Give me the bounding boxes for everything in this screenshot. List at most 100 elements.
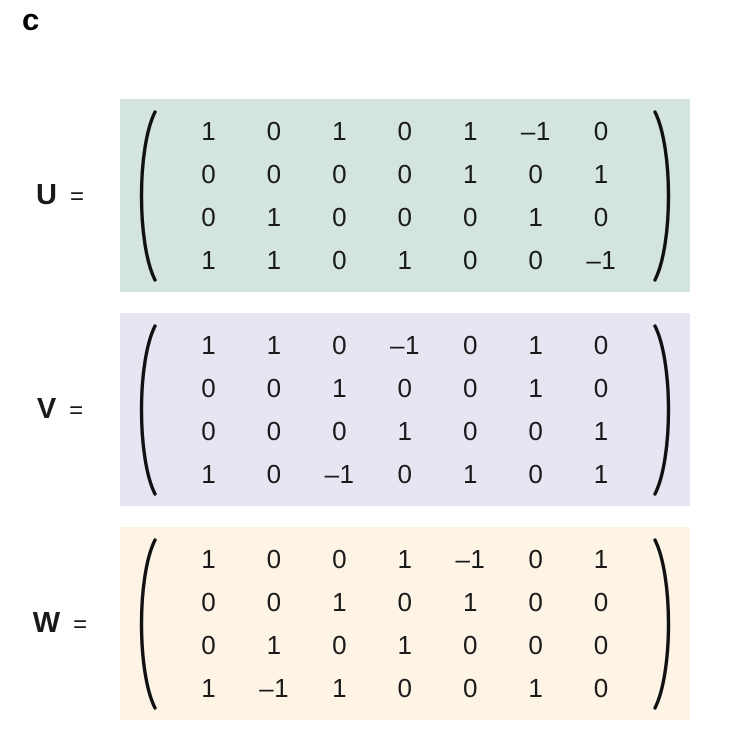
matrix-label-w: W = bbox=[0, 609, 120, 638]
matrix-cell: 1 bbox=[528, 672, 544, 703]
matrix-cell: 0 bbox=[397, 201, 413, 232]
matrix-cell: 0 bbox=[528, 415, 544, 446]
matrix-cell: 0 bbox=[266, 543, 282, 574]
close-paren bbox=[653, 323, 671, 496]
matrix-cell: 0 bbox=[593, 115, 609, 146]
matrix-cell: 0 bbox=[528, 586, 544, 617]
matrix-cell: 0 bbox=[593, 372, 609, 403]
matrix-cell: 0 bbox=[528, 158, 544, 189]
matrix-cell: 0 bbox=[528, 543, 544, 574]
matrix-cell: 0 bbox=[332, 244, 348, 275]
matrix-cell: 0 bbox=[332, 415, 348, 446]
matrix-cell: –1 bbox=[520, 115, 551, 146]
matrix-cell: 0 bbox=[397, 458, 413, 489]
matrix-cell: –1 bbox=[390, 329, 420, 360]
matrix-cell: 1 bbox=[201, 244, 217, 275]
matrix-cell: 0 bbox=[201, 629, 217, 660]
matrix-cell: 1 bbox=[266, 329, 282, 360]
matrix-cell: 1 bbox=[201, 329, 217, 360]
matrix-cell: 0 bbox=[397, 158, 413, 189]
matrix-cell: 1 bbox=[201, 672, 217, 703]
matrix-cell: 0 bbox=[201, 201, 217, 232]
matrix-cell: 0 bbox=[528, 458, 544, 489]
open-paren bbox=[139, 323, 157, 496]
panel-label: c bbox=[22, 2, 40, 37]
matrix-cell: 1 bbox=[201, 115, 217, 146]
matrix-cell: 0 bbox=[593, 672, 609, 703]
matrix-cell: 1 bbox=[593, 158, 609, 189]
matrix-cell: –1 bbox=[455, 543, 486, 574]
matrix-name-v: V bbox=[36, 393, 57, 425]
matrix-cell: 0 bbox=[462, 672, 478, 703]
open-paren bbox=[139, 109, 157, 282]
matrix-cell: 0 bbox=[397, 115, 413, 146]
matrix-cell: 0 bbox=[397, 586, 413, 617]
matrix-name-w: W bbox=[32, 607, 61, 639]
equals-sign: = bbox=[73, 610, 88, 638]
matrix-cell: 0 bbox=[201, 372, 217, 403]
matrix-cell: 0 bbox=[201, 415, 217, 446]
equals-sign: = bbox=[69, 182, 84, 210]
matrix-cell: 1 bbox=[397, 543, 413, 574]
matrix-cell: 1 bbox=[266, 201, 282, 232]
matrix-cell: 1 bbox=[397, 629, 413, 660]
matrix-cell: 0 bbox=[593, 329, 609, 360]
matrix-cell: 0 bbox=[266, 115, 282, 146]
matrix-cell: 1 bbox=[462, 586, 478, 617]
open-paren bbox=[139, 537, 157, 710]
matrix-cell: 0 bbox=[528, 629, 544, 660]
matrix-cell: 1 bbox=[593, 415, 609, 446]
matrix-cell: 1 bbox=[593, 543, 609, 574]
matrix-cell: 1 bbox=[201, 543, 217, 574]
matrix-cell: 1 bbox=[266, 629, 282, 660]
matrix-cell: 0 bbox=[332, 543, 348, 574]
matrix-cell: 1 bbox=[462, 458, 478, 489]
matrix-cell: 1 bbox=[528, 372, 544, 403]
matrix-cell: 0 bbox=[397, 372, 413, 403]
matrix-cell: 1 bbox=[332, 372, 348, 403]
matrix-cell: 0 bbox=[266, 372, 282, 403]
matrix-list: U = 1 0 1 0 1 –1 0 0 0 0 0 1 0 1 0 1 0 0 0 1 0 1 1 0 1 0 0 –1 V = bbox=[0, 99, 739, 720]
matrix-cell: 0 bbox=[462, 244, 478, 275]
matrix-cell: 1 bbox=[528, 201, 544, 232]
matrix-cell: 0 bbox=[462, 415, 478, 446]
matrix-cell: 1 bbox=[462, 115, 478, 146]
matrix-label-v: V = bbox=[0, 395, 120, 424]
matrix-cell: 0 bbox=[332, 629, 348, 660]
matrix-cell: 1 bbox=[397, 415, 413, 446]
matrix-cell: 0 bbox=[266, 158, 282, 189]
matrix-cell: 0 bbox=[266, 415, 282, 446]
matrix-cell: 0 bbox=[528, 244, 544, 275]
matrix-cell: 0 bbox=[397, 672, 413, 703]
matrix-label-u: U = bbox=[0, 181, 120, 210]
matrix-cell: –1 bbox=[324, 458, 355, 489]
matrix-cell: 1 bbox=[266, 244, 282, 275]
close-paren bbox=[653, 537, 671, 710]
matrix-cell: 1 bbox=[462, 158, 478, 189]
matrix-cell: 1 bbox=[528, 329, 544, 360]
matrix-cell: 0 bbox=[462, 372, 478, 403]
matrix-cell: 1 bbox=[397, 244, 413, 275]
matrix-cell: 1 bbox=[332, 672, 348, 703]
matrix-cell: 0 bbox=[462, 201, 478, 232]
matrix-cell: –1 bbox=[586, 244, 617, 275]
matrix-cell: 0 bbox=[462, 329, 478, 360]
close-paren bbox=[653, 109, 671, 282]
equals-sign: = bbox=[69, 396, 84, 424]
matrix-cell: 0 bbox=[593, 201, 609, 232]
matrix-cell: 0 bbox=[593, 629, 609, 660]
matrix-cell: 0 bbox=[593, 586, 609, 617]
matrix-cell: 0 bbox=[201, 586, 217, 617]
matrix-cell: 0 bbox=[201, 158, 217, 189]
matrix-cell: 1 bbox=[332, 586, 348, 617]
matrix-name-u: U bbox=[36, 179, 57, 211]
